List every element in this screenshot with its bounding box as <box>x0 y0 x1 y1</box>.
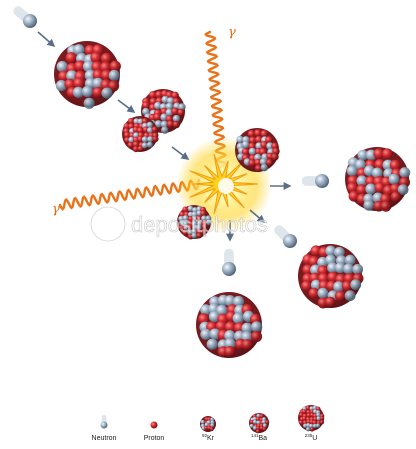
krypton-nucleus <box>345 147 411 212</box>
legend-krypton-nucleus-shading <box>200 416 216 432</box>
free-neutron-lower-right-ball <box>283 234 297 248</box>
neutron-swatch-icon <box>100 414 108 429</box>
legend-uranium-nucleus <box>298 405 325 432</box>
watermark-logo-ring <box>90 206 126 242</box>
legend-item-barium: 141Ba <box>249 413 270 442</box>
free-neutron-down <box>222 248 236 276</box>
proton-swatch-icon <box>150 421 158 429</box>
legend-item-neutron: Neutron <box>92 414 117 442</box>
legend-superscript-uranium: 235 <box>305 433 313 438</box>
legend-neutron-ball <box>100 414 108 429</box>
gamma-label-left: γ <box>52 202 60 217</box>
barium-nucleus-shading <box>298 244 362 308</box>
arrow-unstable-to-split <box>171 146 190 160</box>
fragment-nucleus-lower <box>177 205 212 240</box>
free-neutron-incoming <box>13 6 37 28</box>
fragment-nucleus-upper <box>235 128 280 173</box>
legend-label-krypton: 92Kr <box>202 433 215 442</box>
unstable-nucleus-lower-shading <box>122 116 158 152</box>
free-neutron-lower-right <box>274 225 297 248</box>
legend-label-barium: 141Ba <box>251 433 267 442</box>
legend-barium-nucleus <box>249 413 270 434</box>
barium-nucleus <box>298 244 364 309</box>
free-neutron-right <box>301 174 329 188</box>
legend-label-uranium: 235U <box>305 433 318 442</box>
flash-core <box>218 178 234 194</box>
watermark: depositphotos <box>89 205 268 243</box>
legend-item-krypton: 92Kr <box>200 416 216 442</box>
uranium-nucleus-shading <box>54 41 120 107</box>
legend-symbol-krypton: Kr <box>207 435 215 442</box>
free-neutron-down-ball <box>222 262 236 276</box>
free-neutrons <box>13 6 329 276</box>
uranium-nucleus-icon <box>298 405 325 432</box>
legend-label-proton: Proton <box>144 435 165 442</box>
arrow-nucleus-to-unstable <box>117 99 136 113</box>
krypton-nucleus-icon <box>200 416 216 432</box>
free-neutron-incoming-ball <box>23 14 37 28</box>
legend-proton-ball <box>150 421 158 429</box>
legend-item-proton: Proton <box>144 421 165 442</box>
uranium-nucleus-bottom <box>196 292 263 358</box>
unstable-nucleus-lower <box>122 116 159 153</box>
nuclei-layer <box>54 41 411 358</box>
barium-nucleus-icon <box>249 413 270 434</box>
fragment-nucleus-lower-shading <box>177 205 211 239</box>
legend-barium-nucleus-shading <box>249 413 269 433</box>
legend-symbol-barium: Ba <box>258 435 267 442</box>
uranium-nucleus-bottom-shading <box>196 292 262 358</box>
legend-superscript-barium: 141 <box>251 433 259 438</box>
legend-neutron-ball-ball <box>100 421 108 429</box>
legend-item-uranium: 235U <box>298 405 325 442</box>
arrow-incoming-neutron <box>37 31 56 48</box>
legend: Neutron Proton 92Kr 141Ba 235U <box>92 405 325 442</box>
motion-arrows <box>37 31 292 242</box>
legend-symbol-uranium: U <box>312 435 317 442</box>
free-neutron-right-ball <box>315 174 329 188</box>
krypton-nucleus-shading <box>345 147 409 211</box>
legend-krypton-nucleus <box>200 416 216 432</box>
uranium-nucleus <box>54 41 121 109</box>
legend-superscript-krypton: 92 <box>202 433 208 438</box>
arrow-neutron-lower-right <box>249 209 266 224</box>
gamma-label-top: γ <box>228 25 236 40</box>
watermark-text: depositphotos <box>131 212 268 237</box>
legend-uranium-nucleus-shading <box>298 405 324 431</box>
fragment-nucleus-upper-shading <box>235 128 279 172</box>
legend-label-neutron: Neutron <box>92 435 117 442</box>
